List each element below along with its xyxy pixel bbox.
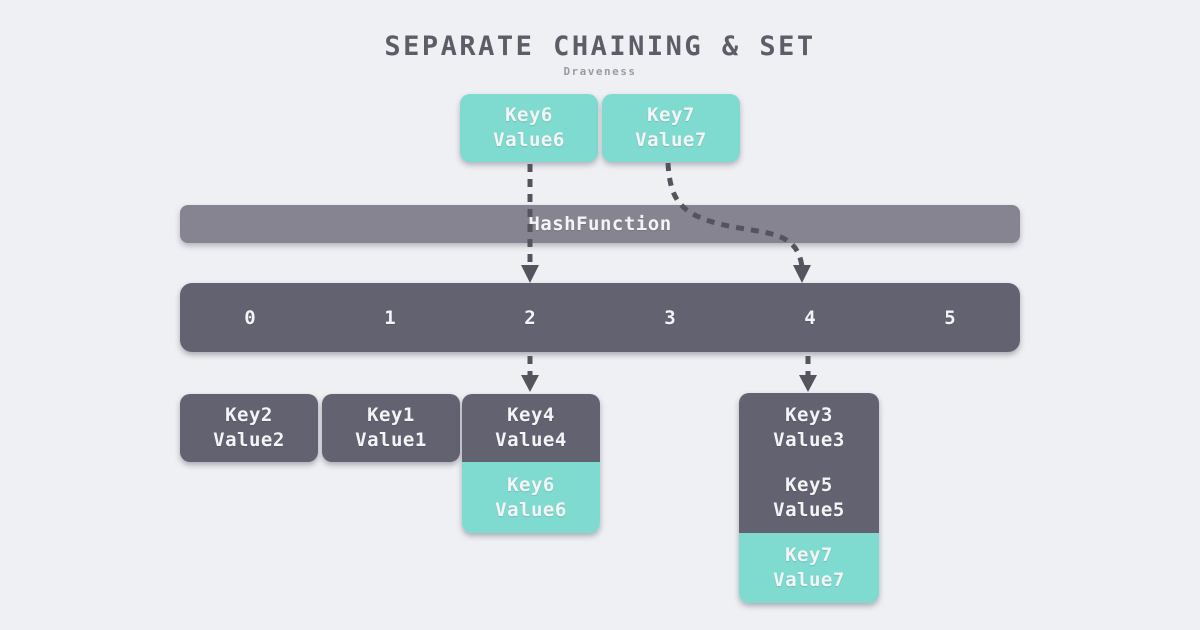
chain-bucket-1: Key1 Value1: [322, 394, 460, 462]
chain-entry-highlighted: Key7 Value7: [739, 533, 879, 603]
chain-entry: Key4 Value4: [462, 394, 600, 462]
hash-function-label: HashFunction: [528, 213, 672, 235]
bucket-array-bar: 0 1 2 3 4 5: [180, 283, 1020, 352]
key-label: Key7: [785, 544, 833, 566]
value-label: Value3: [773, 429, 845, 451]
value-label: Value5: [773, 499, 845, 521]
incoming-box-key7: Key7 Value7: [602, 94, 740, 162]
value-label: Value7: [773, 569, 845, 591]
page-title: SEPARATE CHAINING & SET: [384, 31, 816, 62]
bucket-index-0: 0: [244, 306, 256, 329]
key-label: Key5: [785, 474, 833, 496]
chain-entry: Key1 Value1: [322, 394, 460, 462]
chain-entry-highlighted: Key6 Value6: [462, 462, 600, 533]
chain-bucket-2: Key4 Value4 Key6 Value6: [462, 394, 600, 533]
key-label: Key6: [507, 473, 555, 496]
chain-bucket-0: Key2 Value2: [180, 394, 318, 462]
value-label: Value4: [495, 429, 567, 451]
key-label: Key3: [785, 404, 833, 426]
key-label: Key7: [647, 104, 695, 126]
value-label: Value1: [355, 429, 427, 451]
hash-function-bar: HashFunction: [180, 205, 1020, 243]
bucket-index-5: 5: [944, 306, 956, 329]
chain-entry: Key5 Value5: [739, 463, 879, 533]
bucket-index-3: 3: [664, 306, 676, 329]
key-label: Key4: [507, 404, 555, 426]
value-label: Value7: [635, 129, 707, 151]
chain-entry: Key2 Value2: [180, 394, 318, 462]
value-label: Value6: [495, 498, 567, 521]
chain-bucket-4: Key3 Value3 Key5 Value5 Key7 Value7: [739, 393, 879, 603]
arrow-bucket4-to-chain: [799, 356, 817, 392]
watermark-author: Draveness: [563, 65, 637, 78]
bucket-index-1: 1: [384, 306, 396, 329]
arrow-bucket2-to-chain: [521, 356, 539, 392]
bucket-index-2: 2: [524, 306, 536, 329]
key-label: Key6: [505, 104, 553, 126]
incoming-box-key6: Key6 Value6: [460, 94, 598, 162]
value-label: Value2: [213, 429, 285, 451]
bucket-index-4: 4: [804, 306, 816, 329]
key-label: Key2: [225, 404, 273, 426]
chain-entry: Key3 Value3: [739, 393, 879, 463]
value-label: Value6: [493, 129, 565, 151]
key-label: Key1: [367, 404, 415, 426]
